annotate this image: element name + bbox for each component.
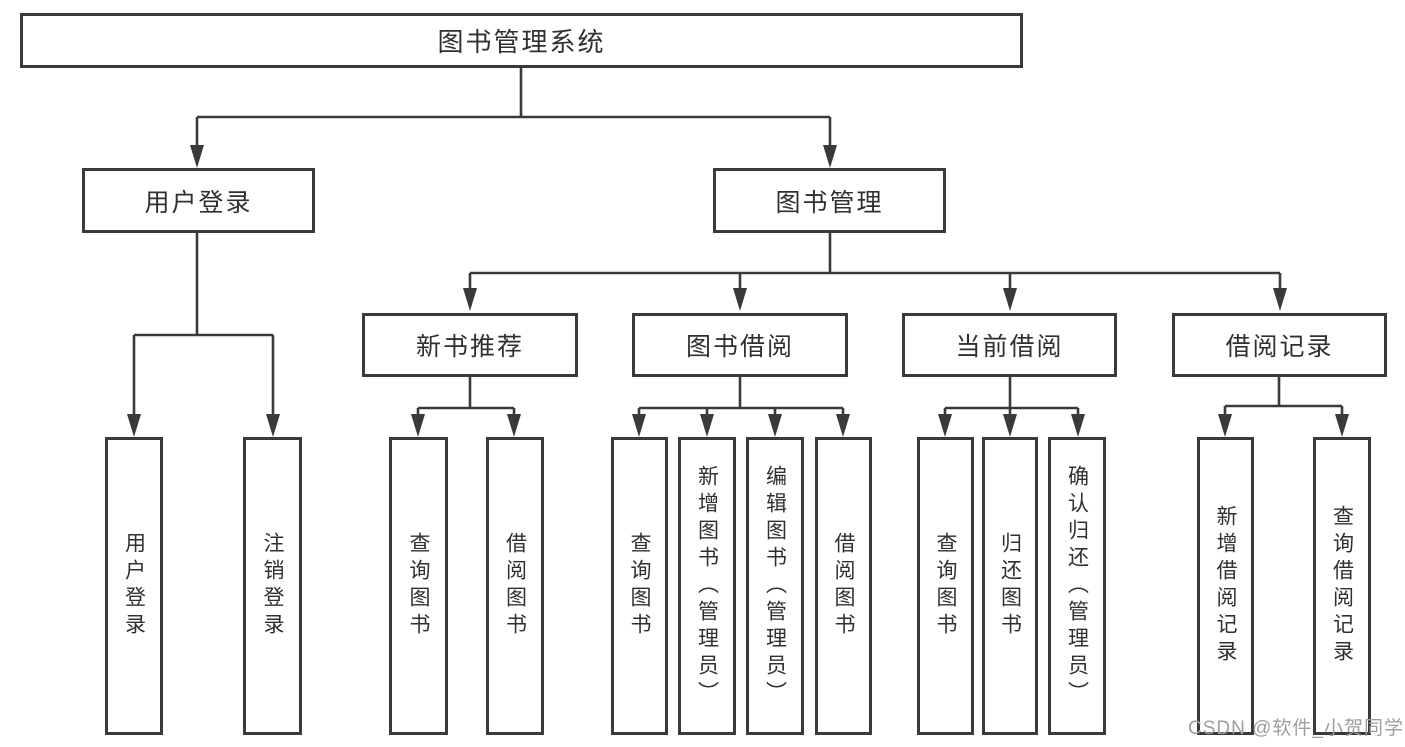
arrow-down-icon [507,414,521,437]
node-new-book-recommend: 新书推荐 [362,313,578,377]
leaf-borrow-books-borrowing: 借阅图书 [815,437,872,735]
arrow-down-icon [1003,288,1017,311]
arrow-down-icon [1273,288,1287,311]
arrow-down-icon [463,288,477,311]
leaf-query-borrow-record: 查询借阅记录 [1313,437,1371,735]
leaf-add-borrow-record: 新增借阅记录 [1197,437,1254,735]
connector-borrowing-records-branch [1223,377,1344,418]
connector-user-login-branch [132,233,275,418]
arrow-down-icon [733,288,747,311]
node-user-login: 用户登录 [82,168,315,233]
arrow-down-icon [266,414,280,437]
node-book-borrowing: 图书借阅 [632,313,848,377]
leaf-return-book: 归还图书 [982,437,1038,735]
leaf-query-books-recommend: 查询图书 [389,437,448,735]
leaf-user-login: 用户登录 [105,437,163,735]
arrow-down-icon [1335,414,1349,437]
arrow-down-icon [190,145,204,168]
node-borrowing-records: 借阅记录 [1172,313,1387,377]
node-current-borrowing: 当前借阅 [902,313,1117,377]
leaf-query-books-current: 查询图书 [917,437,974,735]
arrow-down-icon [411,414,425,437]
leaf-borrow-books-recommend: 借阅图书 [486,437,544,735]
arrow-down-icon [700,414,714,437]
leaf-edit-book-admin: 编辑图书（管理员） [746,437,804,735]
arrow-down-icon [632,414,646,437]
connector-book-borrowing-branch [637,377,845,418]
node-book-management: 图书管理 [713,168,946,233]
connector-new-book-branch [416,377,516,418]
leaf-logout: 注销登录 [243,437,302,735]
arrow-down-icon [127,414,141,437]
watermark: CSDN @软件_小贺同学 [1188,718,1404,739]
arrow-down-icon [768,414,782,437]
arrow-down-icon [836,414,850,437]
arrow-down-icon [823,145,837,168]
leaf-add-book-admin: 新增图书（管理员） [678,437,736,735]
leaf-confirm-return-admin: 确认归还（管理员） [1048,437,1106,735]
leaf-query-books-borrowing: 查询图书 [611,437,668,735]
connector-root-branch [195,68,832,150]
connector-book-management-branch [468,233,1282,292]
node-root: 图书管理系统 [20,13,1023,68]
connector-current-borrowing-branch [943,377,1080,418]
arrow-down-icon [1003,414,1017,437]
arrow-down-icon [938,414,952,437]
arrow-down-icon [1218,414,1232,437]
arrow-down-icon [1071,414,1085,437]
